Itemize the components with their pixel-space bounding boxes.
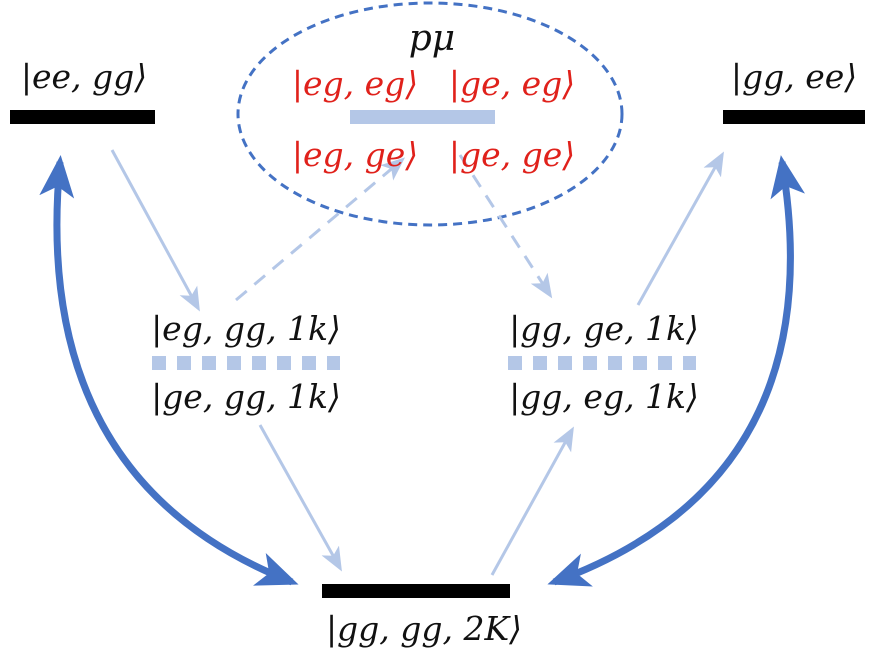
label-ge-ge: |ge, ge⟩: [449, 135, 575, 174]
label-eg-eg: |eg, eg⟩: [292, 64, 418, 103]
level-gg-ee: [723, 110, 865, 124]
label-ge-eg: |ge, eg⟩: [449, 64, 575, 103]
label-ge-gg-1k: |ge, gg, 1k⟩: [151, 377, 341, 416]
dashed-arrow-to-p-mu: [235, 157, 406, 302]
level-p-mu-bar: [350, 110, 495, 124]
weak-arrow-gg-ge-to-gg-ee: [636, 151, 724, 306]
strong-arrow-left: [39, 155, 299, 586]
level-ee-gg: [10, 110, 155, 124]
strong-arrow-right: [547, 155, 806, 587]
p-mu-ellipse: [236, 1, 624, 227]
label-gg-ge-1k: |gg, ge, 1k⟩: [509, 309, 699, 348]
label-eg-gg-1k: |eg, gg, 1k⟩: [151, 309, 341, 348]
weak-arrow-ee-gg-to-eg-gg: [110, 149, 200, 312]
label-gg-ee: |gg, ee⟩: [731, 57, 857, 96]
label-eg-ge: |eg, ge⟩: [292, 135, 418, 174]
level-gg-gg-2K: [322, 584, 510, 598]
weak-arrow-gg-gg-to-gg-eg: [490, 426, 574, 576]
label-gg-gg-2K: |gg, gg, 2K⟩: [326, 609, 522, 648]
label-gg-eg-1k: |gg, eg, 1k⟩: [509, 377, 699, 416]
weak-arrow-ge-gg-to-gg-gg: [258, 424, 342, 572]
label-p-mu: pμ: [409, 18, 455, 59]
label-ee-gg: |ee, gg⟩: [21, 57, 147, 96]
dashed-arrow-from-p-mu: [458, 154, 553, 299]
